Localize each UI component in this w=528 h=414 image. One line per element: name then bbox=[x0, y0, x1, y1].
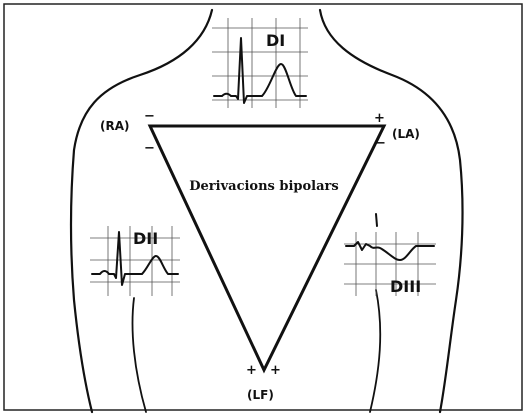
lf-plus-left: + bbox=[246, 363, 257, 378]
ecg-panel-d3: DIII bbox=[344, 214, 436, 296]
right-arm-line bbox=[370, 290, 380, 412]
ecg-panel-d2: DII bbox=[90, 226, 180, 296]
electrode-ra-label: (RA) bbox=[100, 119, 130, 133]
lead-d3-label: DIII bbox=[390, 277, 421, 296]
left-arm-line bbox=[133, 298, 147, 412]
lead-d1-label: DI bbox=[266, 31, 285, 50]
ecg-trace-d3 bbox=[346, 242, 434, 260]
triangle-title: Derivacions bipolars bbox=[189, 179, 338, 194]
ecg-panel-d1: DI bbox=[212, 18, 308, 108]
image-frame bbox=[4, 4, 522, 410]
lf-plus-right: + bbox=[270, 363, 281, 378]
ra-minus-top: − bbox=[144, 109, 155, 124]
electrode-la-label: (LA) bbox=[392, 127, 420, 141]
lead-d2-label: DII bbox=[133, 229, 158, 248]
ecg-spike-d3 bbox=[376, 214, 377, 226]
electrode-lf-label: (LF) bbox=[247, 388, 274, 402]
ra-minus-bottom: − bbox=[144, 141, 155, 156]
einthoven-triangle bbox=[150, 126, 384, 370]
la-minus-bottom: − bbox=[375, 136, 386, 151]
la-plus-top: + bbox=[374, 111, 385, 126]
